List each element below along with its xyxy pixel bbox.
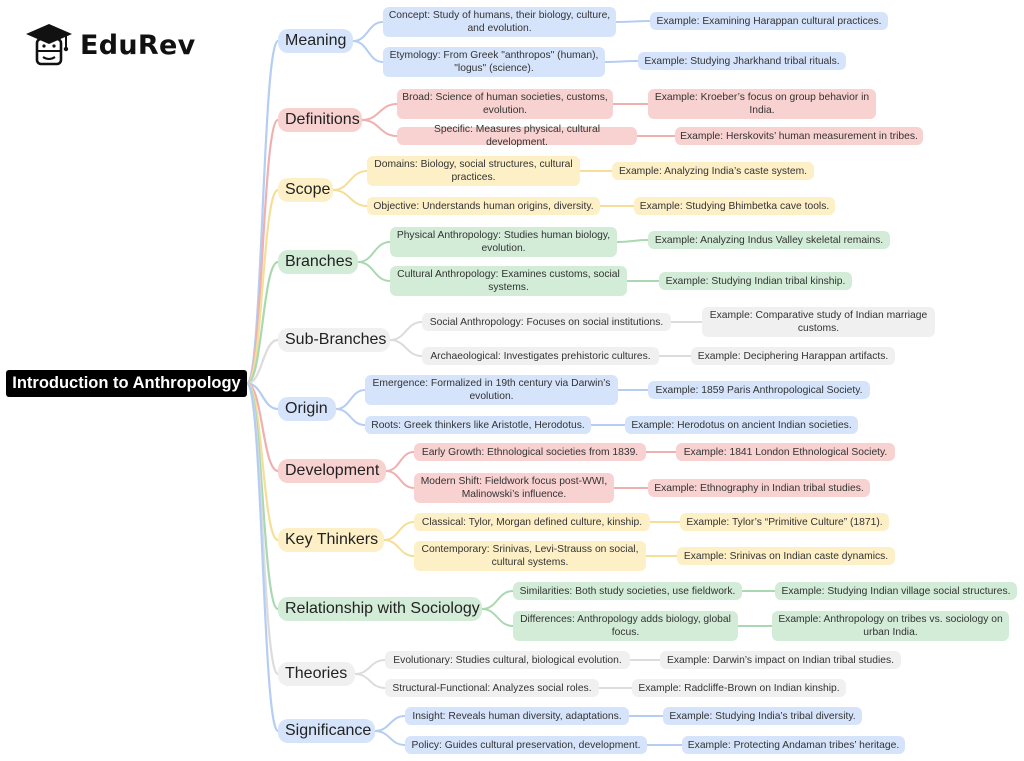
connector-line xyxy=(374,730,406,746)
concept-node: Physical Anthropology: Studies human bio… xyxy=(390,227,617,257)
example-node: Example: Deciphering Harappan artifacts. xyxy=(691,347,895,365)
example-node: Example: Srinivas on Indian caste dynami… xyxy=(677,547,895,565)
example-node: Example: Studying Jharkhand tribal ritua… xyxy=(638,52,846,70)
branch-key-thinkers: Key Thinkers xyxy=(278,528,384,552)
connector-line xyxy=(352,40,384,63)
example-node: Example: Studying India’s tribal diversi… xyxy=(663,707,862,725)
example-node: Example: Anthropology on tribes vs. soci… xyxy=(772,611,1009,641)
example-node: Example: Kroeber’s focus on group behavi… xyxy=(648,89,876,119)
connector-line xyxy=(383,539,415,557)
branch-meaning: Meaning xyxy=(278,29,353,53)
connector-line xyxy=(361,119,398,137)
concept-node: Insight: Reveals human diversity, adapta… xyxy=(405,707,629,725)
branch-relationship-with-sociology: Relationship with Sociology xyxy=(278,597,482,621)
connector-line xyxy=(481,608,514,627)
example-node: Example: Tylor’s “Primitive Culture” (18… xyxy=(680,513,889,531)
example-node: Example: Examining Harappan cultural pra… xyxy=(650,12,888,30)
connector-line xyxy=(354,673,386,689)
concept-node: Differences: Anthropology adds biology, … xyxy=(513,611,738,641)
concept-node: Social Anthropology: Focuses on social i… xyxy=(422,313,671,331)
concept-node: Objective: Understands human origins, di… xyxy=(367,197,600,215)
connector-line xyxy=(357,261,391,282)
example-node: Example: Studying Bhimbetka cave tools. xyxy=(634,197,835,215)
connector-line xyxy=(615,20,651,23)
concept-node: Policy: Guides cultural preservation, de… xyxy=(405,736,647,754)
branch-sub-branches: Sub-Branches xyxy=(278,328,390,352)
concept-node: Cultural Anthropology: Examines customs,… xyxy=(390,266,627,296)
connector-line xyxy=(385,451,415,472)
example-node: Example: 1859 Paris Anthropological Soci… xyxy=(648,381,870,399)
concept-node: Concept: Study of humans, their biology,… xyxy=(383,7,616,37)
concept-node: Emergence: Formalized in 19th century vi… xyxy=(365,375,618,405)
edurev-logo: EduRev xyxy=(24,22,196,68)
connector-line xyxy=(357,241,391,263)
concept-node: Domains: Biology, social structures, cul… xyxy=(367,156,580,186)
example-node: Example: Analyzing Indus Valley skeletal… xyxy=(648,231,890,249)
logo-text: EduRev xyxy=(80,29,196,61)
connector-line xyxy=(335,408,366,426)
branch-theories: Theories xyxy=(278,662,355,686)
branch-development: Development xyxy=(278,459,386,483)
concept-node: Early Growth: Ethnological societies fro… xyxy=(414,443,646,461)
connector-line xyxy=(481,590,514,610)
example-node: Example: Studying Indian tribal kinship. xyxy=(659,272,852,290)
concept-node: Classical: Tylor, Morgan defined culture… xyxy=(414,513,650,531)
example-node: Example: Herskovits’ human measurement i… xyxy=(675,127,923,145)
connector-line xyxy=(245,338,280,385)
branch-significance: Significance xyxy=(278,719,375,743)
connector-line xyxy=(335,389,366,410)
concept-node: Archaeological: Investigates prehistoric… xyxy=(422,347,659,365)
connector-line xyxy=(354,659,386,675)
connector-line xyxy=(245,260,280,385)
connector-line xyxy=(389,321,423,341)
concept-node: Roots: Greek thinkers like Aristotle, He… xyxy=(365,416,591,434)
connector-line xyxy=(245,382,280,733)
example-node: Example: Herodotus on ancient Indian soc… xyxy=(625,416,858,434)
connector-line xyxy=(383,521,415,541)
concept-node: Similarities: Both study societies, use … xyxy=(513,582,742,600)
concept-node: Etymology: From Greek "anthropos" (human… xyxy=(383,47,605,77)
example-node: Example: Darwin’s impact on Indian triba… xyxy=(660,651,901,669)
connector-line xyxy=(332,189,368,207)
graduate-cap-icon xyxy=(26,24,72,66)
branch-origin: Origin xyxy=(278,397,336,421)
concept-node: Modern Shift: Fieldwork focus post-WWI, … xyxy=(414,473,614,503)
example-node: Example: Radcliffe-Brown on Indian kinsh… xyxy=(632,679,846,697)
connector-line xyxy=(374,715,406,732)
example-node: Example: Analyzing India’s caste system. xyxy=(612,162,814,180)
connector-line xyxy=(245,118,280,385)
concept-node: Evolutionary: Studies cultural, biologic… xyxy=(385,651,630,669)
example-node: Example: Ethnography in Indian tribal st… xyxy=(648,479,870,497)
example-node: Example: Studying Indian village social … xyxy=(775,582,1017,600)
concept-node: Broad: Science of human societies, custo… xyxy=(397,89,613,119)
concept-node: Specific: Measures physical, cultural de… xyxy=(397,124,637,148)
example-node: Example: 1841 London Ethnological Societ… xyxy=(676,443,895,461)
example-node: Example: Protecting Andaman tribes’ heri… xyxy=(682,736,905,754)
connector-line xyxy=(352,21,384,42)
connector-line xyxy=(245,39,280,385)
branch-branches: Branches xyxy=(278,250,358,274)
branch-scope: Scope xyxy=(278,178,333,202)
root-node: Introduction to Anthropology xyxy=(6,370,247,397)
connector-line xyxy=(332,170,368,191)
branch-definitions: Definitions xyxy=(278,108,362,132)
connector-line xyxy=(361,103,398,121)
concept-node: Structural-Functional: Analyzes social r… xyxy=(385,679,599,697)
connector-line xyxy=(604,60,639,63)
connector-line xyxy=(389,339,423,357)
connector-line xyxy=(616,239,649,243)
connector-line xyxy=(245,188,280,385)
example-node: Example: Comparative study of Indian mar… xyxy=(702,307,935,337)
concept-node: Contemporary: Srinivas, Levi-Strauss on … xyxy=(414,541,646,571)
connector-line xyxy=(385,470,415,489)
